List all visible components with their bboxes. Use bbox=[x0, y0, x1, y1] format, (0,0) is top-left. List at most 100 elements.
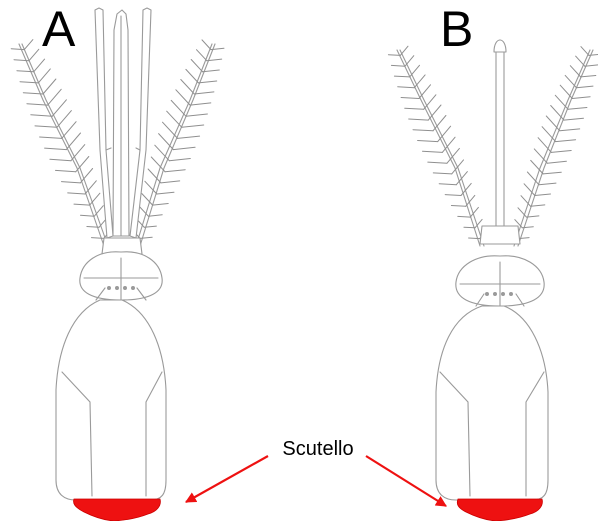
scutellum-callout-label: Scutello bbox=[268, 438, 368, 461]
antenna-hair bbox=[433, 173, 451, 174]
antenna-hair bbox=[161, 181, 180, 183]
antenna-hair bbox=[34, 59, 45, 72]
antenna-hair bbox=[560, 85, 572, 98]
antenna-hair bbox=[551, 151, 571, 153]
panel-b-left-antenna bbox=[388, 46, 486, 246]
antenna-hair bbox=[71, 145, 85, 161]
antenna-hair bbox=[173, 147, 195, 149]
panel-a-mosquito-drawing bbox=[11, 8, 224, 521]
antenna-hair bbox=[439, 184, 456, 185]
antenna-hair bbox=[80, 169, 92, 183]
panel-a-label: A bbox=[42, 4, 75, 54]
panel-b-right-antenna bbox=[511, 47, 598, 246]
antenna-hair bbox=[176, 90, 190, 105]
antenna-hair bbox=[202, 40, 211, 50]
antenna-hair bbox=[31, 115, 53, 116]
antenna-hair bbox=[35, 126, 57, 127]
antenna-hair bbox=[74, 204, 90, 205]
antenna-hair bbox=[401, 98, 419, 99]
antenna-hair bbox=[45, 148, 67, 150]
antenna-hair bbox=[57, 111, 71, 128]
antenna-hair bbox=[40, 137, 62, 138]
panel-b-thorax bbox=[436, 306, 548, 500]
antenna-hair bbox=[24, 40, 33, 50]
antenna-hair bbox=[148, 215, 162, 216]
panel-b-mosquito-drawing bbox=[388, 40, 598, 521]
antenna-hair bbox=[560, 129, 580, 131]
antenna-hair bbox=[405, 56, 414, 66]
antenna-hair bbox=[452, 160, 464, 174]
antenna-hair bbox=[398, 87, 415, 88]
antenna-hair bbox=[186, 114, 208, 116]
antenna-hair bbox=[38, 69, 50, 83]
panel-a-thorax bbox=[56, 300, 166, 500]
antenna-hair bbox=[410, 65, 420, 77]
antenna-hair bbox=[589, 54, 598, 55]
panel-a-mouthparts bbox=[95, 8, 151, 238]
antenna-hair bbox=[151, 157, 165, 172]
antenna-hair bbox=[414, 75, 425, 88]
antenna-hair bbox=[409, 119, 429, 120]
antenna-hair bbox=[92, 238, 104, 239]
antenna-hair bbox=[11, 49, 24, 50]
antenna-hair bbox=[197, 50, 207, 61]
antenna-hair bbox=[428, 162, 447, 163]
antenna-hair bbox=[14, 60, 29, 61]
antenna-hair bbox=[191, 60, 202, 72]
antenna-hair bbox=[531, 160, 543, 174]
panel-a-head bbox=[80, 252, 162, 300]
antenna-hair bbox=[142, 194, 153, 206]
arrow-to-scutellum-a bbox=[186, 456, 268, 502]
antenna-hair bbox=[391, 65, 405, 66]
antenna-hair bbox=[539, 183, 556, 185]
antenna-hair bbox=[576, 56, 585, 66]
antenna-hair bbox=[66, 133, 80, 150]
antenna-hair bbox=[400, 46, 408, 55]
antenna-hair bbox=[572, 97, 590, 99]
antenna-hair bbox=[527, 172, 539, 185]
antenna-hair bbox=[551, 106, 564, 121]
antenna-hair bbox=[62, 122, 76, 139]
antenna-hair bbox=[190, 103, 211, 105]
antenna-hair bbox=[458, 216, 471, 217]
antenna-hair bbox=[140, 237, 152, 238]
antenna-hair bbox=[394, 76, 409, 77]
antenna-hair bbox=[445, 195, 461, 196]
antenna-hair bbox=[194, 92, 214, 94]
antenna-hair bbox=[181, 80, 195, 95]
antenna-hair bbox=[531, 205, 545, 206]
antenna-hair bbox=[555, 95, 568, 109]
panel-b-proboscis bbox=[494, 40, 506, 240]
antenna-hair bbox=[62, 182, 81, 183]
antenna-hair bbox=[423, 151, 443, 152]
panel-a-scutellum bbox=[73, 499, 160, 521]
antenna-hair bbox=[433, 116, 446, 131]
antenna-hair bbox=[48, 89, 62, 105]
antenna-hair bbox=[565, 75, 576, 87]
antenna-hair bbox=[198, 81, 216, 83]
antenna-hair bbox=[535, 194, 551, 196]
antenna-hair bbox=[418, 141, 438, 142]
antenna-hair bbox=[576, 86, 593, 88]
antenna-hair bbox=[178, 136, 200, 138]
antenna-hair bbox=[29, 49, 39, 60]
arrow-to-scutellum-b bbox=[366, 456, 446, 506]
antenna-hair bbox=[556, 140, 576, 142]
antenna-hair bbox=[547, 161, 566, 163]
antenna-hair bbox=[543, 172, 561, 174]
antenna-hair bbox=[165, 170, 185, 172]
antenna-hair bbox=[568, 108, 587, 110]
antenna-hair bbox=[167, 111, 182, 127]
antenna-hair bbox=[50, 159, 71, 160]
antenna-hair bbox=[182, 125, 204, 127]
antenna-hair bbox=[413, 130, 433, 131]
antenna-hair bbox=[171, 100, 186, 116]
antenna-hair bbox=[419, 85, 431, 99]
antenna-hair bbox=[570, 66, 580, 77]
antenna-hair bbox=[68, 193, 85, 194]
antenna-hair bbox=[464, 227, 475, 228]
antenna-hair bbox=[451, 206, 465, 207]
antenna-hair bbox=[163, 122, 178, 138]
antenna-hair bbox=[52, 100, 66, 116]
antenna-hair bbox=[564, 118, 584, 120]
